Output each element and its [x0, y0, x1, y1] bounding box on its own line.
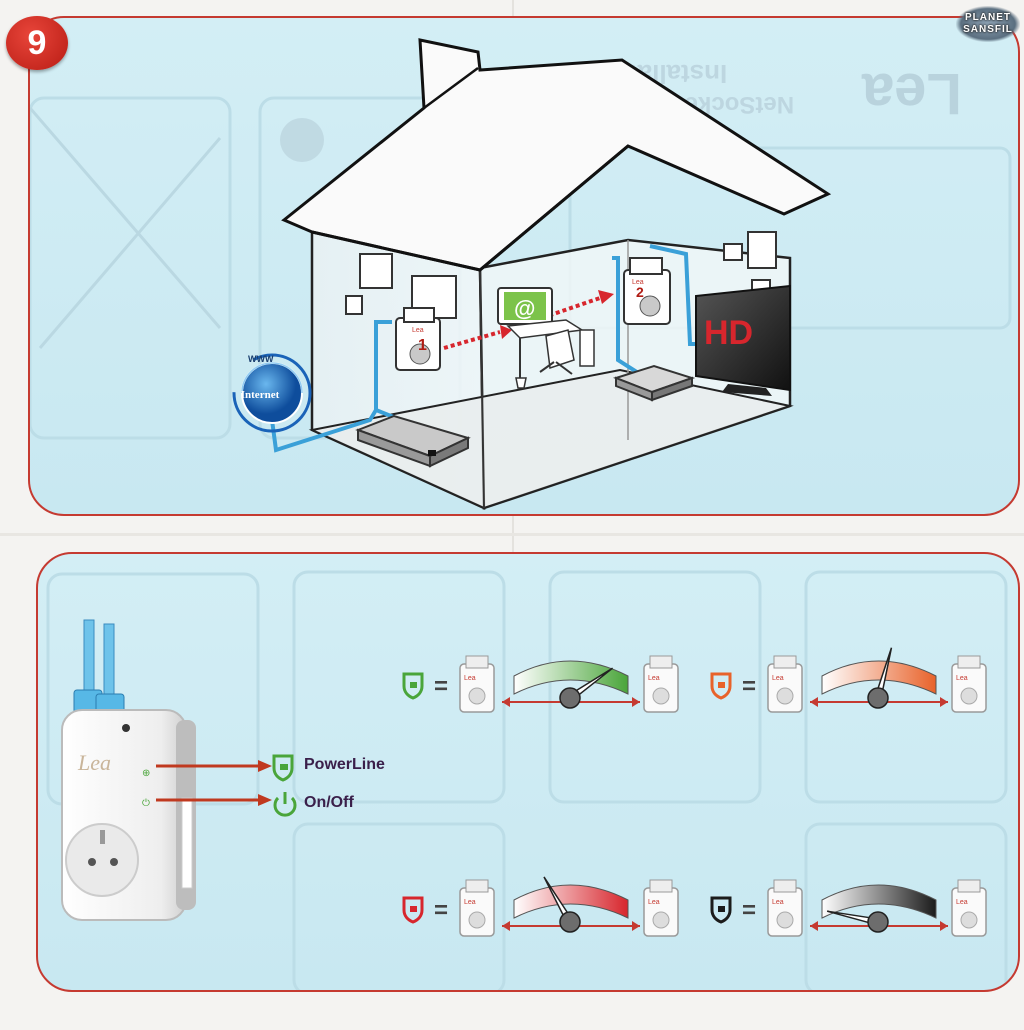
planet-sansfil-logo: PLANET SANSFIL: [956, 6, 1020, 42]
link-arrow-1: [443, 330, 501, 350]
equals-sign-off: =: [742, 897, 756, 924]
house-floor: [308, 368, 794, 510]
signal-gauge-red: = Lea Lea: [402, 876, 679, 937]
led-shield-icon-green: [402, 672, 424, 700]
house-illustration: Lea Lea 1 2 @ HD: [232, 38, 832, 510]
led-shield-icon-orange: [710, 672, 732, 700]
powerline-adapter-1: Lea: [395, 307, 441, 371]
mini-adapter-2-off: Lea: [951, 879, 987, 937]
logo-line-2: SANSFIL: [963, 24, 1013, 35]
globe-internet-label: Internet: [241, 389, 280, 401]
svg-text:Lea: Lea: [648, 675, 660, 682]
cable-internet-to-box: [270, 320, 392, 453]
device-brand-label: Lea: [77, 750, 111, 775]
page-fold-horizontal: [0, 533, 1024, 536]
powerline-plug-shield-icon: [272, 754, 294, 782]
powerline-adapter-closeup: Lea ⊕ ⏻: [61, 619, 196, 921]
signal-arc-off: [821, 884, 937, 919]
mini-adapter-2-orange: Lea: [951, 655, 987, 713]
signal-arc-green: [513, 660, 629, 695]
svg-text:Lea: Lea: [772, 675, 784, 682]
gauge-hub-green: [559, 687, 581, 709]
link-arrow-2: [535, 296, 601, 322]
adapter-2-number: 2: [636, 284, 644, 300]
svg-text:Lea: Lea: [956, 675, 968, 682]
legend-arrows: [156, 760, 272, 806]
logo-line-1: PLANET: [965, 12, 1011, 23]
signal-gauge-green: = Lea Lea: [402, 655, 679, 713]
equals-sign-green: =: [434, 673, 448, 700]
led-shield-icon-off: [710, 896, 732, 924]
svg-text:Lea: Lea: [464, 899, 476, 906]
mini-adapter-1-green: Lea: [459, 655, 495, 713]
tv-decoder: [612, 364, 696, 402]
powerline-label: PowerLine: [304, 756, 385, 773]
gauge-hub-off: [867, 911, 889, 933]
mini-adapter-1-red: Lea: [459, 879, 495, 937]
equals-sign-orange: =: [742, 673, 756, 700]
svg-text:Lea: Lea: [956, 899, 968, 906]
cable-adapter2-to-decoder: [612, 256, 642, 376]
gauge-hub-orange: [867, 687, 889, 709]
signal-gauge-off: = Lea Lea: [710, 879, 987, 937]
signal-arc-orange: [821, 660, 937, 695]
mini-adapter-1-orange: Lea: [767, 655, 803, 713]
adapter-2-brand: Lea: [632, 279, 644, 286]
mini-adapter-2-green: Lea: [643, 655, 679, 713]
svg-text:Lea: Lea: [772, 899, 784, 906]
equals-sign-red: =: [434, 897, 448, 924]
hd-television: HD: [695, 284, 791, 396]
onoff-label: On/Off: [304, 794, 354, 811]
internet-globe: Internet WWW: [232, 353, 312, 433]
signal-arc-red: [513, 884, 629, 919]
adapter-1-number: 1: [418, 337, 427, 354]
svg-text:Lea: Lea: [648, 899, 660, 906]
step-number-badge: 9: [6, 16, 68, 70]
device-power-led-icon: ⏻: [142, 798, 150, 809]
mini-adapter-1-off: Lea: [767, 879, 803, 937]
device-powerline-led-icon: ⊕: [142, 768, 150, 779]
powerline-adapter-2: Lea: [623, 257, 671, 325]
signal-gauge-orange: = Lea Lea: [710, 647, 987, 713]
power-icon: [273, 792, 297, 817]
computer-desk: @: [497, 287, 595, 389]
gauge-hub-red: [559, 911, 581, 933]
internet-box: [355, 414, 471, 468]
led-shield-icon-red: [402, 896, 424, 924]
adapter-1-brand: Lea: [412, 327, 424, 334]
globe-www-label: WWW: [248, 354, 274, 364]
computer-screen-symbol: @: [514, 296, 535, 321]
tv-hd-label: HD: [704, 314, 753, 352]
mini-adapter-2-red: Lea: [643, 879, 679, 937]
svg-text:Lea: Lea: [464, 675, 476, 682]
house-roof: [281, 38, 832, 272]
